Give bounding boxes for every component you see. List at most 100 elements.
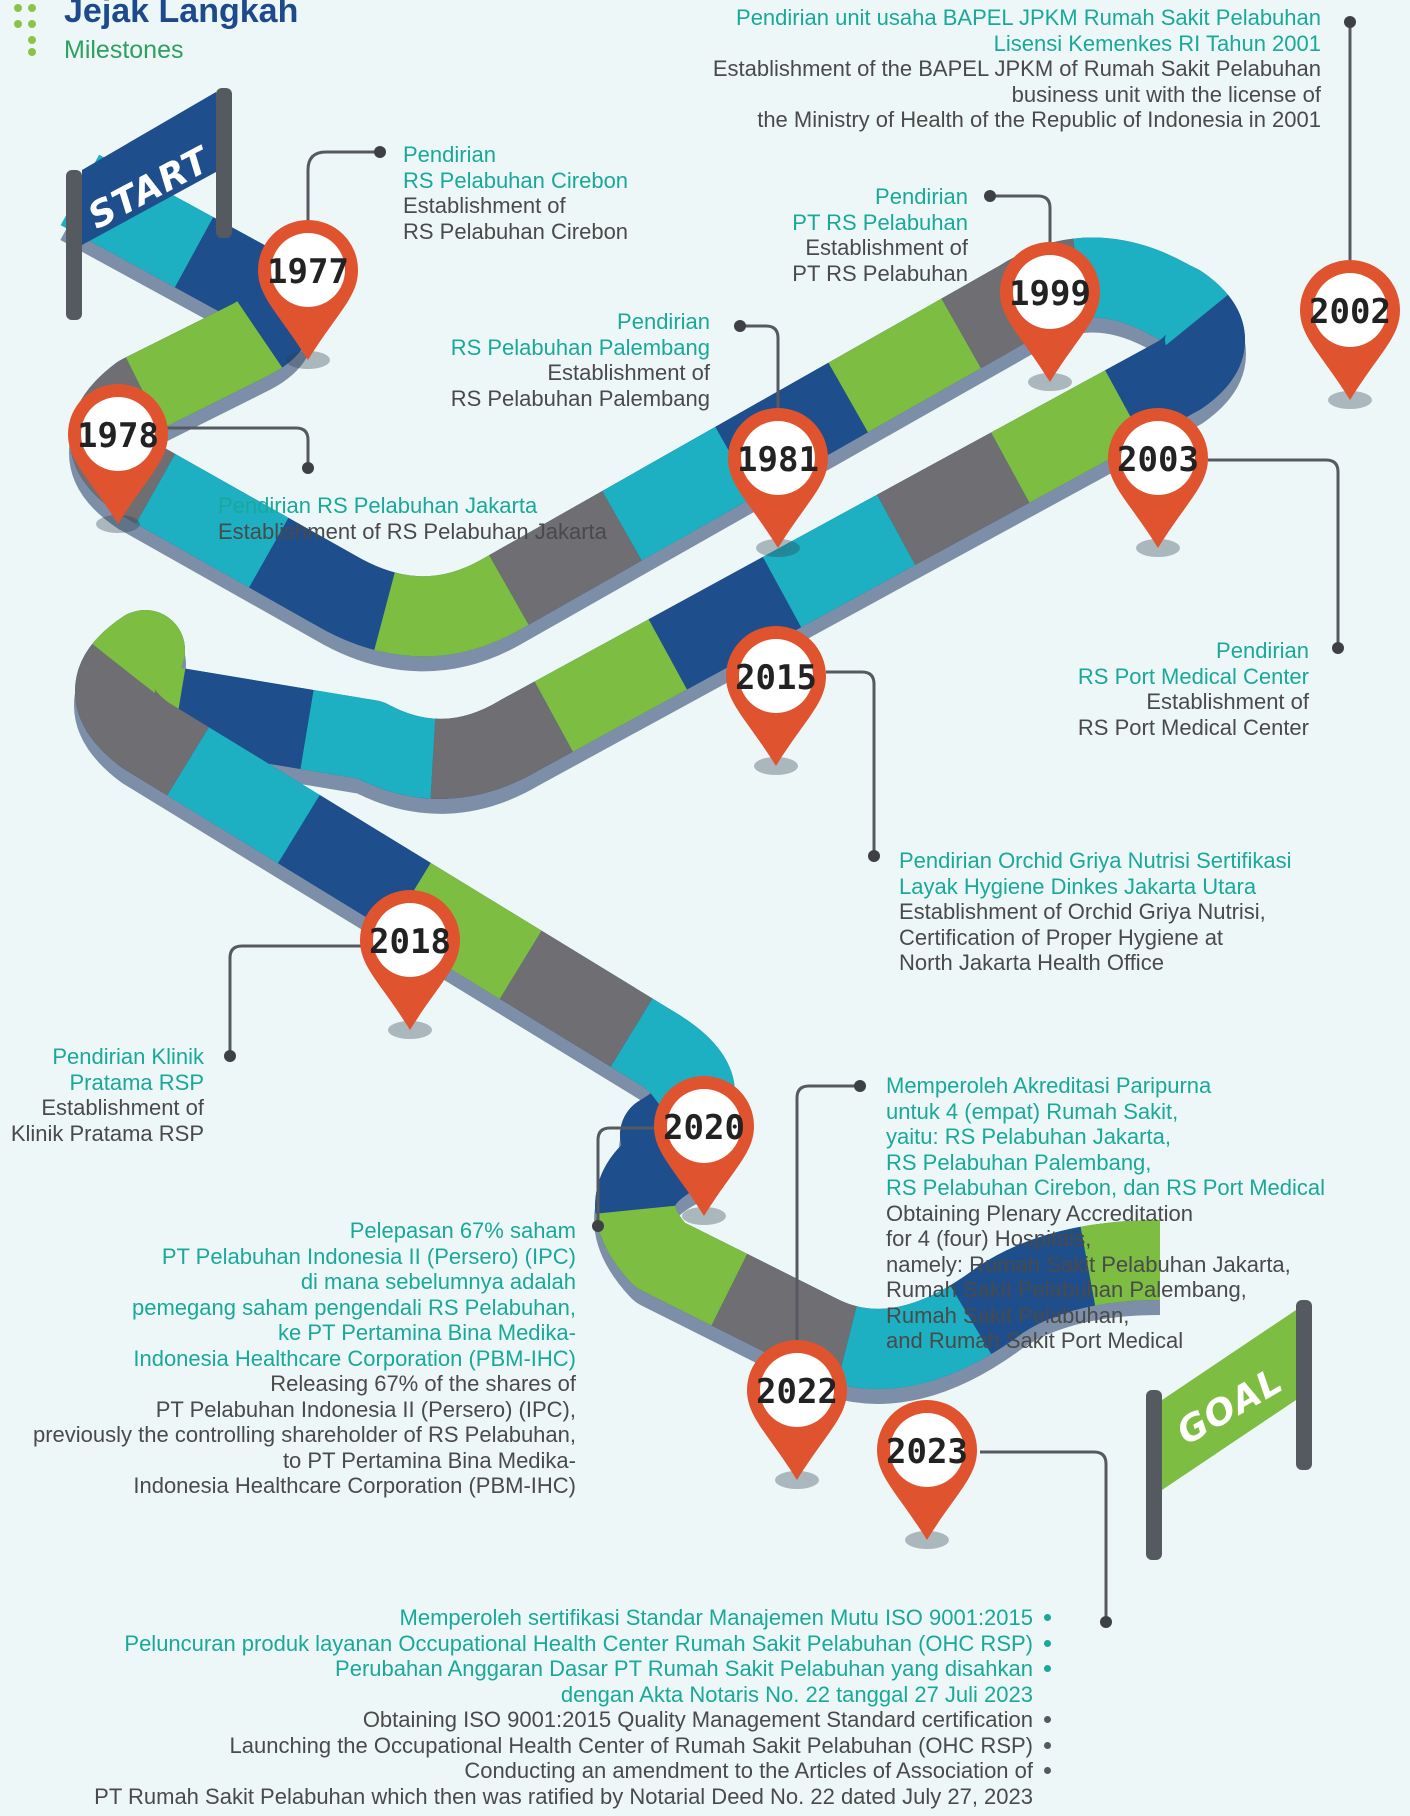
bottom-list-line: Obtaining ISO 9001:2015 Quality Manageme… [94, 1707, 1053, 1733]
milestone-desc-line: for 4 (four) Hospitals, [886, 1226, 1092, 1251]
milestone-title-line: ke PT Pertamina Bina Medika- [278, 1320, 576, 1345]
milestone-title-line: Pendirian Orchid Griya Nutrisi Sertifika… [899, 848, 1292, 873]
leader-dot [854, 1080, 866, 1092]
page-subtitle: Milestones [64, 36, 184, 64]
milestone-year: 1999 [1009, 274, 1091, 314]
milestone-pin-2022: 2022 [747, 1340, 847, 1489]
milestone-year: 2023 [886, 1432, 968, 1472]
milestone-pin-1978: 1978 [68, 383, 168, 533]
leader-line [990, 194, 1052, 244]
milestone-year: 2002 [1309, 292, 1391, 332]
milestone-title-line: Layak Hygiene Dinkes Jakarta Utara [899, 873, 1257, 899]
milestone-title-line: Pratama RSP [69, 1069, 205, 1095]
milestone-desc-line: RS Pelabuhan Cirebon [403, 218, 629, 244]
milestone-desc-line: Establishment of [403, 193, 566, 218]
start-flag-pole-right [216, 88, 232, 238]
milestone-desc-line: Klinik Pratama RSP [10, 1120, 204, 1146]
bullet-icon [1044, 1665, 1051, 1672]
milestone-desc-line: PT Pelabuhan Indonesia II (Persero) (IPC… [155, 1396, 576, 1422]
milestone-desc-line: North Jakarta Health Office [899, 950, 1164, 975]
milestone-pin-2015: 2015 [726, 626, 826, 775]
milestone-title-line: PT Pelabuhan Indonesia II (Persero) (IPC… [161, 1243, 576, 1269]
leader-dot [224, 1050, 236, 1062]
milestone-desc-line: Establishment of [547, 360, 710, 385]
bullet-icon [1044, 1767, 1051, 1774]
milestone-title-line: Pendirian unit usaha BAPEL JPKM Rumah Sa… [736, 5, 1321, 30]
milestone-desc-line: Releasing 67% of the shares of [270, 1371, 576, 1396]
leader-lines [160, 16, 1356, 1628]
milestone-desc-line: to PT Pertamina Bina Medika- [282, 1447, 576, 1473]
milestone-title-line: RS Pelabuhan Cirebon [403, 167, 629, 193]
leader-dot [868, 850, 880, 862]
milestone-title-line: PT RS Pelabuhan [792, 209, 968, 235]
milestone-desc-line: Rumah Sakit Pelabuhan, [886, 1302, 1130, 1328]
leader-dot [1332, 642, 1344, 654]
milestone-desc-line: Rumah Sakit Pelabuhan Palembang, [886, 1277, 1247, 1302]
milestone-year: 2003 [1117, 440, 1199, 480]
milestone-title-line: Pendirian RS Pelabuhan Jakarta [218, 493, 538, 518]
leader-dot [984, 190, 996, 202]
milestone-title-line: Pendirian [403, 142, 496, 167]
milestone-desc-line: Establishment of [1146, 689, 1309, 714]
road-segment [60, 154, 1245, 1389]
road-segment [60, 154, 1245, 1389]
bullet-icon [1044, 1741, 1051, 1749]
milestone-desc-line: previously the controlling shareholder o… [33, 1422, 576, 1447]
milestone-title-line: Pendirian [1216, 638, 1309, 663]
milestone-pin-2023: 2023 [877, 1400, 977, 1549]
leader-line [740, 324, 780, 410]
milestone-title-line: RS Port Medical Center [1077, 663, 1309, 689]
milestone-year: 1977 [267, 252, 349, 292]
milestone-title-line: Pendirian Klinik [52, 1044, 204, 1069]
milestone-desc-line: Establishment of the BAPEL JPKM of Rumah… [712, 56, 1321, 81]
leader-line [980, 1450, 1108, 1622]
bottom-list-line: dengan Akta Notaris No. 22 tanggal 27 Ju… [560, 1681, 1033, 1707]
milestone-desc-line: Establishment of [805, 235, 968, 260]
page-title: Jejak Langkah [64, 0, 299, 30]
bottom-list-line: Conducting an amendment to the Articles … [94, 1758, 1053, 1784]
milestone-pin-2020: 2020 [654, 1076, 754, 1225]
milestone-year: 2018 [369, 922, 451, 962]
milestone-title-line: RS Pelabuhan Palembang [450, 334, 710, 360]
bottom-list-line: Peluncuran produk layanan Occupational H… [94, 1631, 1053, 1657]
milestone-year: 2015 [735, 658, 817, 698]
leader-dot [1344, 16, 1356, 28]
milestone-title-line: Pendirian [617, 309, 710, 334]
leader-line [160, 426, 310, 468]
milestone-title-line: Memperoleh Akreditasi Paripurna [886, 1073, 1212, 1098]
milestone-title-line: RS Pelabuhan Palembang, [886, 1149, 1152, 1175]
milestone-desc-line: Establishment of [41, 1095, 204, 1120]
milestone-title-line: untuk 4 (empat) Rumah Sakit, [886, 1098, 1179, 1124]
leader-line [795, 1084, 860, 1342]
milestone-pin-1977: 1977 [258, 220, 358, 369]
milestone-year: 2022 [756, 1372, 838, 1412]
milestone-pin-1981: 1981 [728, 408, 828, 557]
milestone-desc-line: RS Port Medical Center [1077, 714, 1309, 740]
milestone-year: 1978 [77, 416, 159, 456]
bottom-list-line: Launching the Occupational Health Center… [94, 1733, 1053, 1759]
milestone-desc-line: PT RS Pelabuhan [792, 260, 968, 286]
milestone-title-line: di mana sebelumnya adalah [300, 1269, 576, 1294]
milestone-pin-1999: 1999 [1000, 242, 1100, 391]
milestone-desc-line: Establishment of Orchid Griya Nutrisi, [899, 899, 1266, 924]
milestone-title-line: RS Pelabuhan Cirebon, dan RS Port Medica… [886, 1175, 1326, 1200]
milestone-desc-line: Establishment of RS Pelabuhan Jakarta [218, 518, 607, 544]
milestone-title-line: Indonesia Healthcare Corporation (PBM-IH… [133, 1345, 576, 1371]
leader-line [596, 1126, 660, 1226]
leader-dot [374, 146, 386, 158]
bullet-icon [1044, 1716, 1051, 1723]
goal-flag-pole-right [1296, 1300, 1312, 1470]
leader-dot [302, 462, 314, 474]
bullet-icon [1044, 1614, 1051, 1621]
milestone-year: 2020 [663, 1108, 745, 1148]
milestone-pin-2002: 2002 [1300, 260, 1400, 409]
